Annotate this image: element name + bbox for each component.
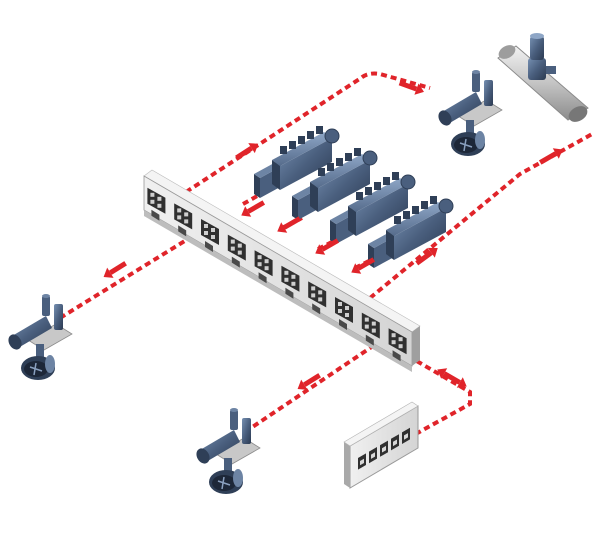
flow-arrows	[103, 80, 563, 390]
console-button-3	[380, 440, 388, 457]
console-button-2	[369, 447, 377, 464]
switchboard	[143, 169, 421, 372]
switchboard-cabinet-6	[281, 265, 300, 299]
cable-links	[58, 70, 596, 439]
console-button-4	[391, 434, 399, 451]
azimuth-thrusters	[8, 70, 503, 494]
arrow-icon	[315, 238, 340, 255]
arrow-control-console	[437, 368, 467, 388]
switchboard-cabinet-8	[335, 297, 353, 330]
console-button-5	[402, 427, 410, 444]
generator-icon	[292, 148, 378, 220]
azimuth-thruster-icon	[196, 408, 261, 494]
switchboard-cabinet-10	[388, 328, 407, 362]
switchboard-cabinet-2	[174, 203, 193, 237]
arrow-icon	[103, 261, 127, 278]
arrow-icon	[415, 247, 438, 266]
generator-icon	[254, 126, 340, 198]
azimuth-thruster-icon	[8, 294, 73, 380]
genset-1	[254, 126, 340, 198]
link-thruster-bottom	[243, 338, 384, 434]
arrow-icon	[398, 80, 424, 95]
arrow-tunnel-thruster-end	[398, 80, 424, 95]
arrow-to-thruster-left	[103, 261, 127, 278]
switchboard-cabinet-9	[361, 312, 380, 346]
arrow-to-tunnel-thruster	[235, 143, 259, 160]
arrow-genset-1	[241, 200, 266, 217]
switchboard-cabinet-5	[254, 250, 273, 284]
console-button-1	[358, 453, 366, 470]
azimuth-thruster-3	[196, 408, 261, 494]
tunnel-thruster-icon	[497, 33, 589, 122]
control-console-icon	[343, 401, 419, 489]
arrow-thruster-right-end	[538, 148, 563, 165]
arrow-icon	[297, 373, 321, 390]
double-arrow-icon	[437, 368, 467, 388]
arrow-genset-4	[351, 257, 376, 274]
genset-3	[330, 172, 416, 244]
azimuth-thruster-1	[8, 294, 73, 380]
azimuth-thruster-2	[438, 70, 503, 156]
genset-2	[292, 148, 378, 220]
gensets	[254, 126, 454, 268]
arrow-to-thruster-bottom	[297, 373, 321, 390]
link-control-console	[406, 354, 472, 438]
generator-icon	[330, 172, 416, 244]
arrow-genset-2	[277, 216, 302, 233]
arrow-genset-3	[315, 238, 340, 255]
link-thruster-left	[58, 232, 198, 320]
arrow-icon	[241, 200, 266, 217]
switchboard-cabinet-3	[201, 219, 219, 252]
arrow-icon	[235, 143, 259, 160]
arrow-icon	[538, 148, 563, 165]
control-console	[343, 401, 419, 489]
switchboard-cabinet-1	[147, 187, 166, 221]
link-thruster-right	[368, 131, 595, 300]
console-buttons	[358, 427, 410, 470]
switchboard-cabinet-7	[308, 281, 327, 315]
tunnel-thruster	[497, 33, 589, 122]
arrow-to-thruster-right	[415, 247, 438, 266]
switchboard-icon	[143, 169, 421, 372]
arrow-icon	[277, 216, 302, 233]
switchboard-cabinet-4	[227, 234, 246, 268]
azimuth-thruster-icon	[438, 70, 503, 156]
arrow-icon	[351, 257, 376, 274]
